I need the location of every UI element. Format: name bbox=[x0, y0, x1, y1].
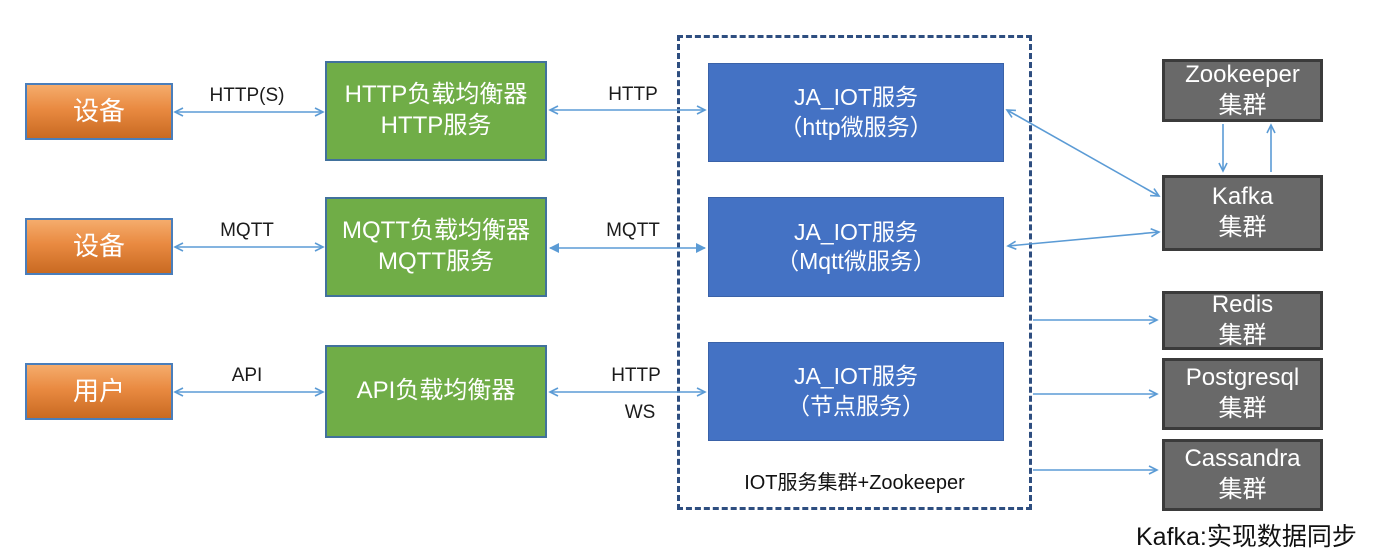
cluster-name: Zookeeper bbox=[1185, 60, 1300, 88]
edge-label-mqtt-right: MQTT bbox=[606, 220, 660, 241]
edge-label-mqtt-left: MQTT bbox=[220, 220, 274, 241]
cluster-kafka: Kafka 集群 bbox=[1162, 175, 1323, 251]
node-api-load-balancer: API负载均衡器 bbox=[325, 345, 547, 438]
node-label-line1: MQTT负载均衡器 bbox=[342, 217, 530, 245]
node-label-line2: （http微服务） bbox=[779, 113, 933, 140]
node-label: 设备 bbox=[72, 95, 125, 126]
node-label-line2: MQTT服务 bbox=[378, 248, 494, 275]
edge-label-http-ws-bottom: WS bbox=[624, 402, 656, 423]
cluster-cassandra: Cassandra 集群 bbox=[1162, 439, 1323, 511]
cluster-name: Redis bbox=[1211, 290, 1274, 318]
node-user: 用户 bbox=[25, 363, 173, 420]
node-label-line1: JA_IOT服务 bbox=[794, 363, 918, 390]
node-label: 设备 bbox=[72, 230, 125, 261]
edge-label-api: API bbox=[231, 365, 263, 386]
node-ja-iot-http-service: JA_IOT服务 （http微服务） bbox=[708, 63, 1004, 162]
cluster-name: Postgresql bbox=[1185, 364, 1300, 392]
node-label-line1: JA_IOT服务 bbox=[794, 84, 918, 111]
node-label-line1: HTTP负载均衡器 bbox=[344, 81, 528, 109]
node-device-1: 设备 bbox=[25, 83, 173, 140]
cluster-postgresql: Postgresql 集群 bbox=[1162, 358, 1323, 430]
cluster-name: Kafka bbox=[1211, 183, 1274, 211]
cluster-suffix: 集群 bbox=[1218, 321, 1267, 349]
node-label-line1: JA_IOT服务 bbox=[794, 218, 918, 245]
node-label-line2: （Mqtt微服务） bbox=[776, 248, 936, 274]
node-label-line1: API负载均衡器 bbox=[356, 377, 516, 405]
node-mqtt-load-balancer: MQTT负载均衡器 MQTT服务 bbox=[325, 197, 547, 297]
kafka-footnote: Kafka:实现数据同步 bbox=[1136, 523, 1357, 551]
service-group-container bbox=[677, 35, 1032, 510]
node-ja-iot-mqtt-service: JA_IOT服务 （Mqtt微服务） bbox=[708, 197, 1004, 297]
cluster-suffix: 集群 bbox=[1218, 91, 1267, 119]
node-label-line2: （节点服务） bbox=[787, 392, 925, 419]
node-http-load-balancer: HTTP负载均衡器 HTTP服务 bbox=[325, 61, 547, 161]
edge-label-http-ws-top: HTTP bbox=[611, 365, 661, 386]
cluster-suffix: 集群 bbox=[1218, 476, 1267, 503]
node-device-2: 设备 bbox=[25, 218, 173, 275]
cluster-name: Cassandra bbox=[1184, 445, 1301, 473]
cluster-suffix: 集群 bbox=[1218, 214, 1267, 241]
edge-label-http: HTTP bbox=[608, 84, 658, 105]
node-ja-iot-node-service: JA_IOT服务 （节点服务） bbox=[708, 342, 1004, 441]
edge-label-https: HTTP(S) bbox=[209, 85, 285, 106]
node-label-line2: HTTP服务 bbox=[380, 112, 492, 139]
cluster-redis: Redis 集群 bbox=[1162, 291, 1323, 350]
node-label: 用户 bbox=[72, 375, 125, 406]
service-group-label: IOT服务集群+Zookeeper bbox=[744, 472, 965, 494]
cluster-suffix: 集群 bbox=[1218, 395, 1267, 422]
cluster-zookeeper: Zookeeper 集群 bbox=[1162, 59, 1323, 122]
